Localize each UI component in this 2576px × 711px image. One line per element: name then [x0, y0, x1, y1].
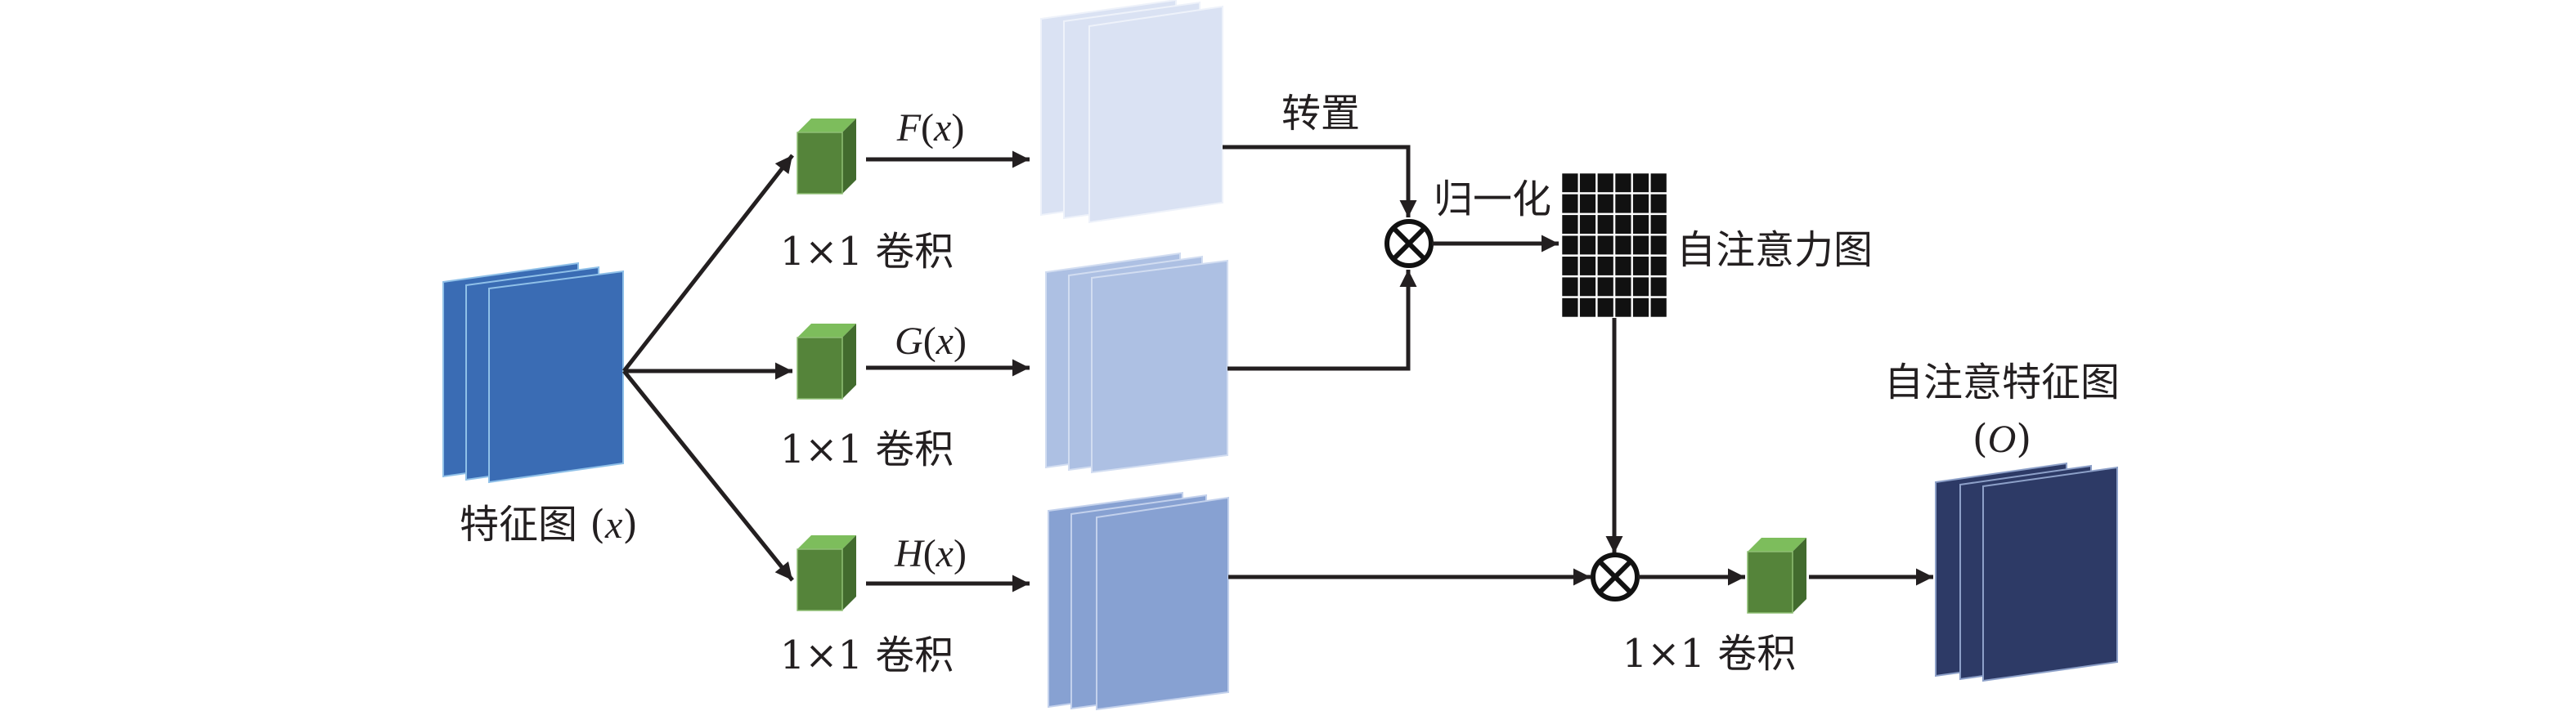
attention-map-cell — [1562, 257, 1578, 275]
input-feature-map — [442, 262, 624, 484]
f-sheet-front — [1088, 5, 1223, 224]
cube-top — [1748, 538, 1806, 552]
multiply-cross-b — [1597, 559, 1633, 595]
attention-map-cell — [1597, 194, 1613, 213]
transpose-path — [1223, 145, 1417, 217]
cube-front — [797, 548, 843, 611]
attention-map-cell — [1562, 215, 1578, 234]
cube-side — [842, 118, 856, 194]
attention-map-cell — [1597, 173, 1613, 193]
attention-map-cell — [1650, 235, 1667, 255]
attention-map-cell — [1579, 173, 1596, 193]
multiply-operator-2 — [1591, 552, 1640, 601]
attention-map-cell — [1579, 215, 1596, 234]
attention-map-cell — [1632, 257, 1649, 275]
attention-map-cell — [1632, 277, 1649, 297]
g-sheet-front — [1091, 259, 1228, 474]
attention-map-cell — [1615, 235, 1631, 255]
attention-map-cell — [1562, 297, 1578, 317]
g-conv-cube — [797, 324, 856, 400]
output-feature-map — [1935, 462, 2118, 682]
multiply-cross-b — [1391, 226, 1427, 262]
cube-top — [797, 118, 856, 132]
attention-map-cell — [1650, 194, 1667, 213]
cube-side — [1793, 538, 1806, 613]
cube-side — [842, 535, 856, 610]
attention-map-cell — [1597, 235, 1613, 255]
multiply-operator-1 — [1384, 219, 1434, 268]
input-label: 特征图 (x) — [460, 502, 638, 548]
g-conv-label: 1×1 卷积 — [780, 427, 954, 472]
attention-map-cell — [1650, 297, 1667, 317]
output-conv-label: 1×1 卷积 — [1622, 631, 1797, 677]
h-sheet-front — [1096, 496, 1229, 711]
arrow-input-to-f-conv — [622, 154, 794, 373]
f-func-label: F(x) — [896, 106, 965, 150]
attention-map-cell — [1615, 277, 1631, 297]
cube-top — [797, 324, 856, 338]
h-feature-map — [1048, 491, 1229, 711]
g-to-multiply-path — [1227, 270, 1417, 371]
attention-map-cell — [1562, 277, 1578, 297]
attention-map-cell — [1562, 194, 1578, 213]
g-func-label: G(x) — [895, 320, 967, 363]
attention-map-cell — [1632, 215, 1649, 234]
attention-map-cell — [1632, 173, 1649, 193]
attention-map-cell — [1597, 297, 1613, 317]
attention-map-cell — [1579, 194, 1596, 213]
attention-map-cell — [1632, 194, 1649, 213]
transpose-label: 转置 — [1281, 91, 1360, 136]
cube-front — [1747, 551, 1793, 614]
h-conv-label: 1×1 卷积 — [780, 633, 954, 678]
output-sheet-front — [1982, 466, 2118, 682]
attention-map-cell — [1615, 215, 1631, 234]
h-func-label: H(x) — [894, 532, 967, 575]
f-feature-map — [1040, 0, 1223, 224]
attention-map-cell — [1597, 277, 1613, 297]
attention-map-cell — [1650, 257, 1667, 275]
attention-map-cell — [1562, 173, 1578, 193]
attention-map-cell — [1579, 277, 1596, 297]
attention-map-cell — [1650, 215, 1667, 234]
normalize-label: 归一化 — [1434, 177, 1551, 222]
attention-map-cell — [1632, 235, 1649, 255]
attention-map-background — [1561, 172, 1667, 318]
arrow-input-to-h-conv — [622, 369, 794, 582]
g-feature-map — [1045, 252, 1228, 474]
attention-map-label: 自注意力图 — [1676, 227, 1873, 273]
attention-map-cell — [1579, 235, 1596, 255]
attention-map-cell — [1615, 297, 1631, 317]
attention-map-cell — [1615, 173, 1631, 193]
attention-map-cell — [1650, 173, 1667, 193]
attention-map-cell — [1562, 235, 1578, 255]
attention-map-cell — [1615, 194, 1631, 213]
attention-map — [1561, 172, 1667, 318]
f-conv-cube — [797, 118, 856, 195]
attention-map-cell — [1615, 257, 1631, 275]
cube-front — [797, 132, 843, 195]
output-conv-cube — [1747, 538, 1806, 614]
attention-map-cell — [1597, 215, 1613, 234]
cube-front — [797, 337, 843, 400]
attention-map-cell — [1579, 297, 1596, 317]
output-var-label: (O) — [1972, 416, 2031, 462]
attention-map-cell — [1597, 257, 1613, 275]
attention-map-cell — [1632, 297, 1649, 317]
cube-top — [797, 535, 856, 549]
cube-side — [842, 324, 856, 399]
output-label: 自注意特征图 — [1884, 360, 2120, 405]
attention-map-cell — [1579, 257, 1596, 275]
attention-map-cell — [1650, 277, 1667, 297]
h-conv-cube — [797, 535, 856, 611]
input-sheet-front — [488, 270, 624, 484]
f-conv-label: 1×1 卷积 — [780, 229, 954, 275]
